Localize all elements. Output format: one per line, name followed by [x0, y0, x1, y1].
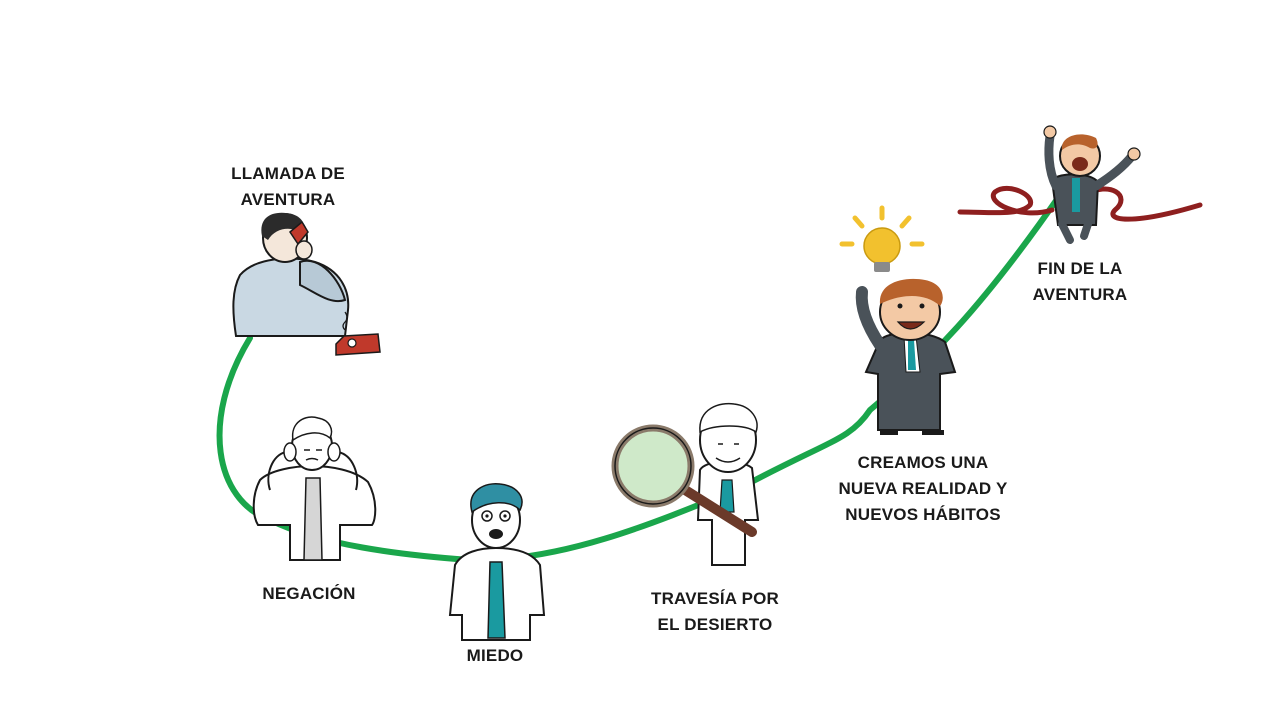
stage-label-line: FIN DE LA — [1037, 259, 1123, 278]
stage-label-line: AVENTURA — [240, 190, 336, 209]
man-covering-ears-icon — [252, 416, 377, 561]
stage-label-travesia: TRAVESÍA POR EL DESIERTO — [630, 586, 800, 638]
man-with-idea-icon — [839, 205, 957, 435]
stage-label-fin: FIN DE LA AVENTURA — [1015, 256, 1145, 308]
stage-label-line: LLAMADA DE — [231, 164, 345, 183]
stage-label-llamada: LLAMADA DE AVENTURA — [210, 161, 366, 213]
stage-label-line: NEGACIÓN — [262, 584, 356, 603]
stage-label-creamos: CREAMOS UNA NUEVA REALIDAD Y NUEVOS HÁBI… — [828, 450, 1018, 528]
stage-label-line: MIEDO — [466, 646, 524, 665]
stage-label-line: TRAVESÍA POR — [650, 589, 780, 608]
stage-label-line: CREAMOS UNA — [857, 453, 989, 472]
stage-label-line: NUEVA REALIDAD Y — [838, 479, 1008, 498]
stage-label-miedo: MIEDO — [445, 643, 545, 669]
scared-man-icon — [448, 482, 546, 641]
stage-label-line: AVENTURA — [1032, 285, 1128, 304]
man-with-magnifier-icon — [611, 402, 760, 566]
stage-label-line: NUEVOS HÁBITOS — [845, 505, 1001, 524]
man-on-phone-icon — [232, 212, 381, 356]
stage-label-negacion: NEGACIÓN — [239, 581, 379, 607]
celebrating-man-icon — [957, 125, 1203, 244]
stage-label-line: EL DESIERTO — [657, 615, 773, 634]
